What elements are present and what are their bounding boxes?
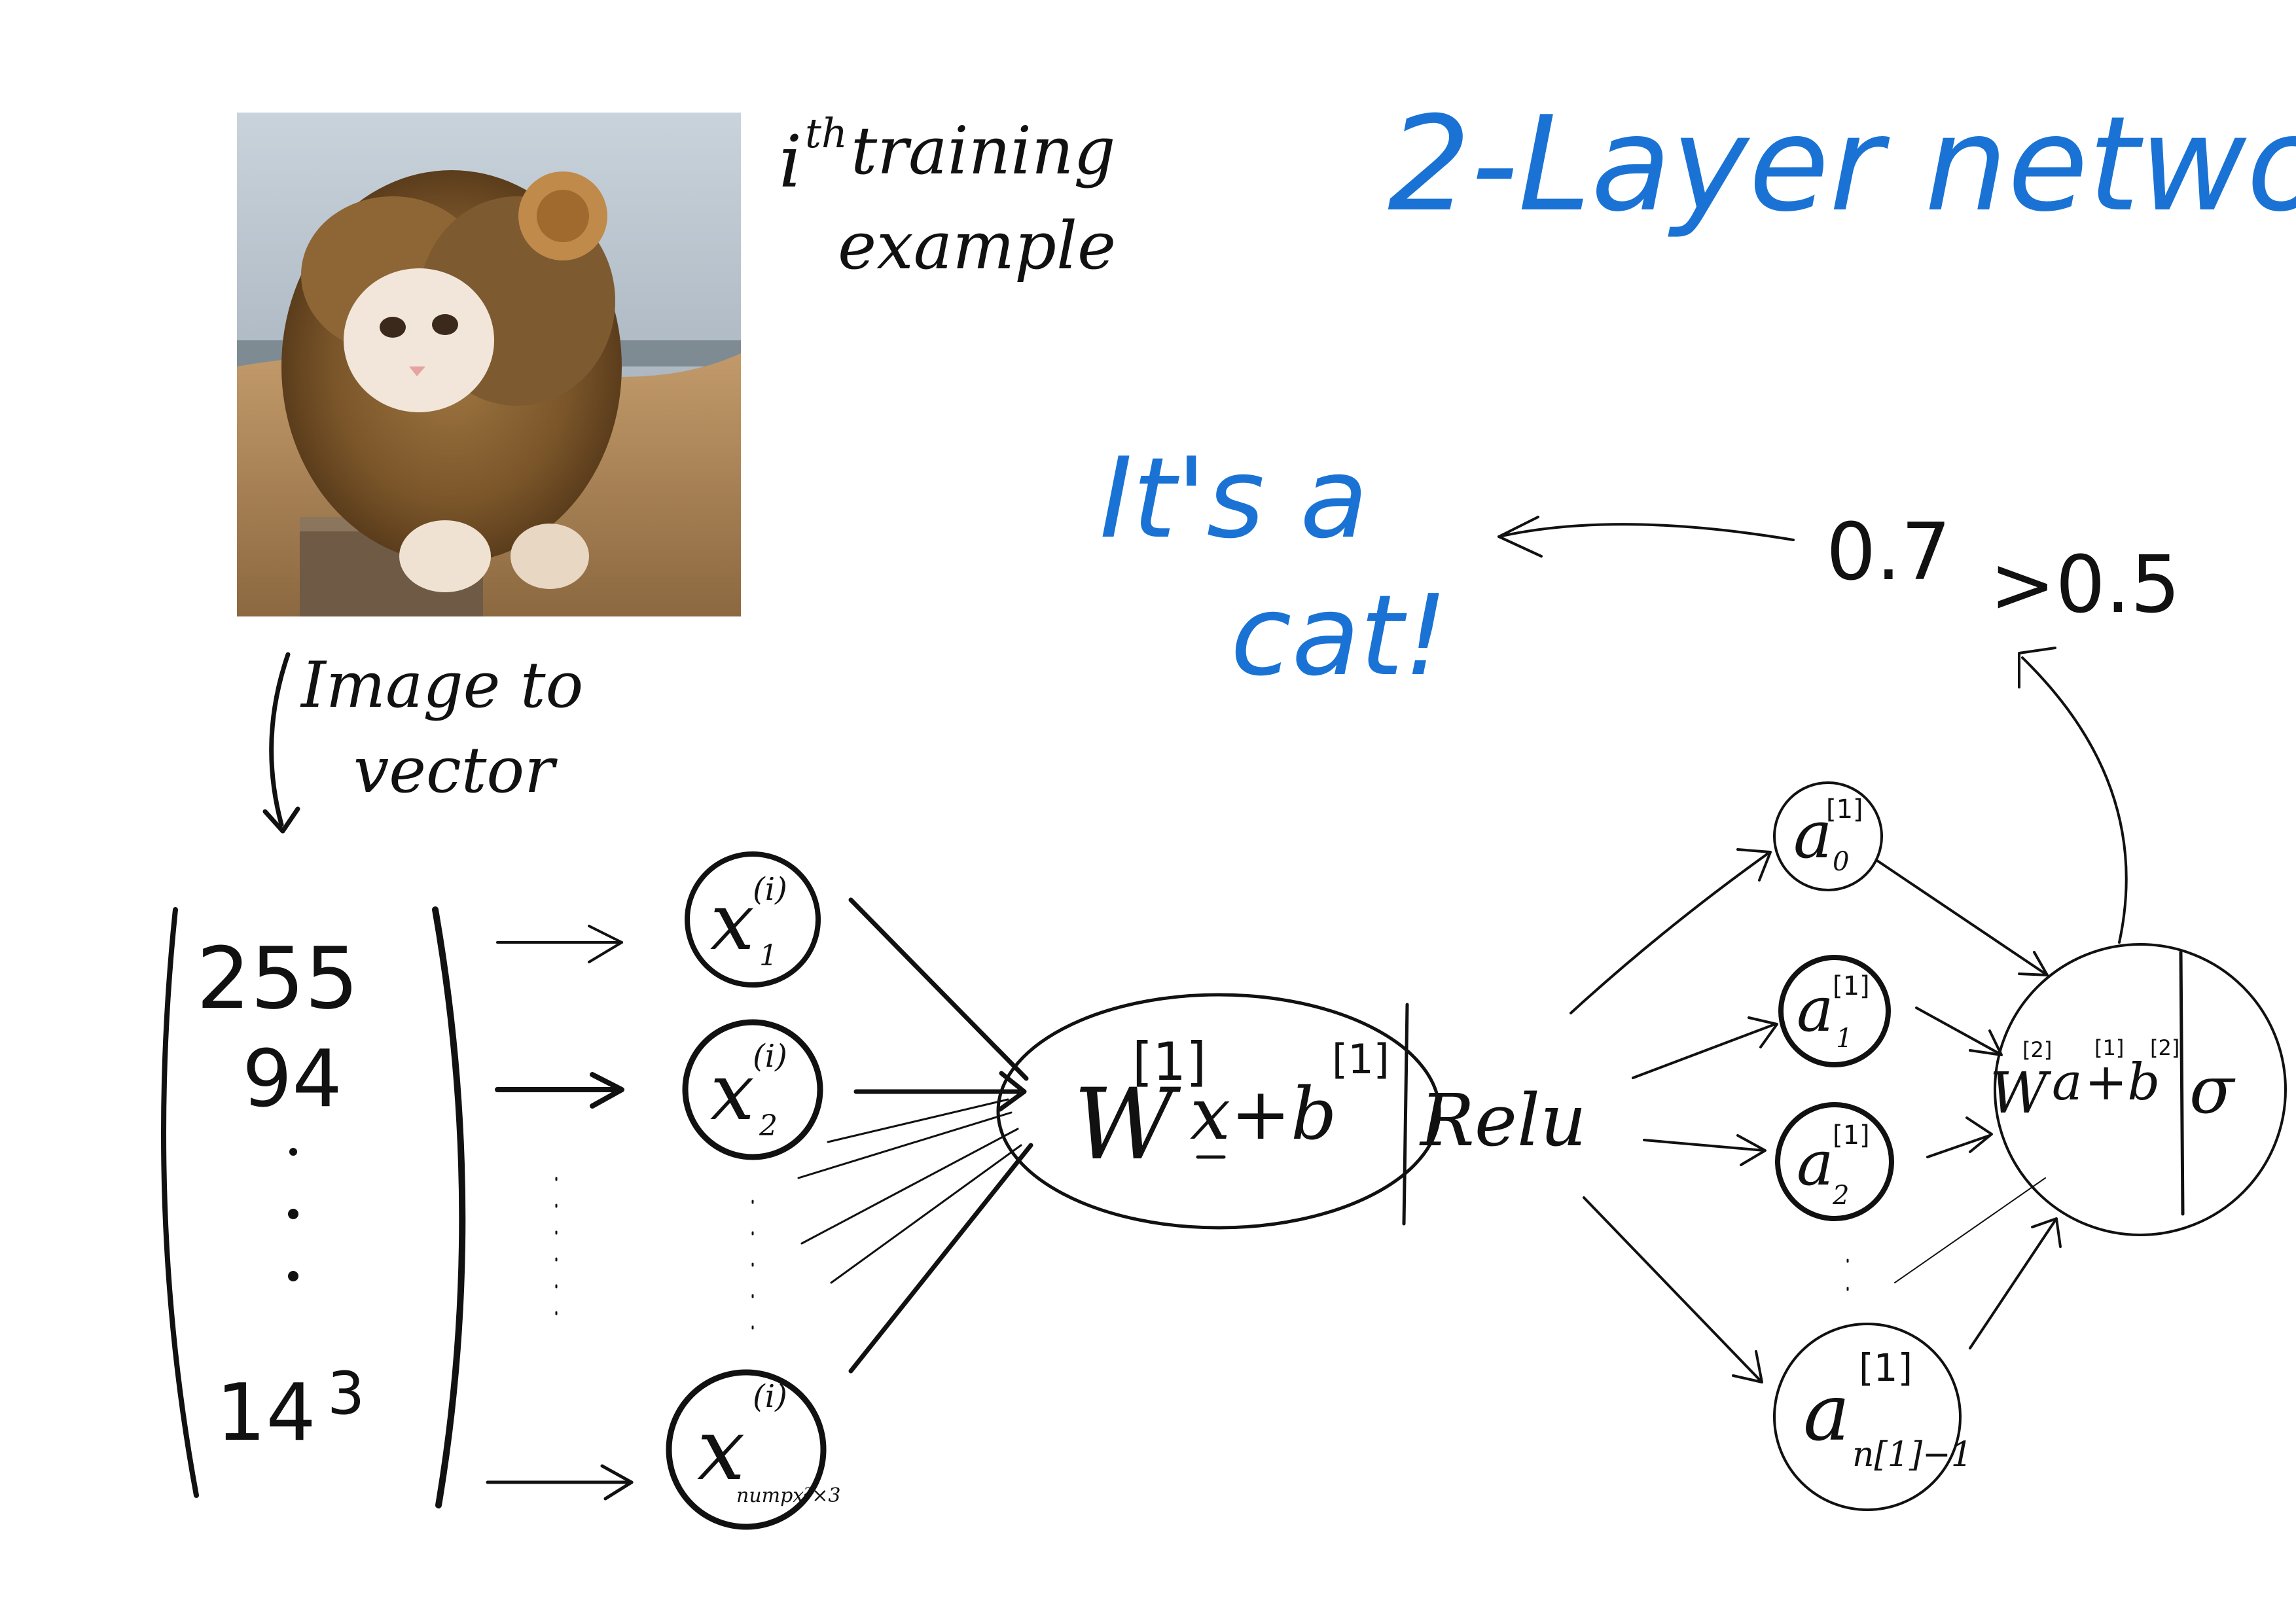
layer1-activation: Relu [1419, 1079, 1587, 1162]
hidden-node-n: a [1] n[1]−1 [1773, 1323, 1973, 1511]
vector-value-second: 94 [242, 1034, 342, 1125]
vector-left-bracket [161, 907, 199, 1498]
image-to-vector-note: Image to vector [262, 649, 583, 834]
hidden-node-n-sub: n[1]−1 [1852, 1435, 1973, 1474]
layer1-divider [1402, 1003, 1409, 1226]
caption-th: th [805, 109, 848, 157]
layer2-W-sup: [2] [2022, 1037, 2052, 1062]
layer1-to-hidden-arrows [1570, 848, 1778, 1383]
caption-i: i [779, 120, 802, 204]
hidden-node-2: a [1] 2 [1775, 1102, 1894, 1221]
hidden-node-1-base: a [1797, 974, 1834, 1046]
cat-photo [237, 113, 741, 616]
layer1-b-sup: [1] [1332, 1035, 1390, 1083]
hidden-to-layer2-arrows [1876, 859, 2062, 1349]
layer2-plus-b: +b [2085, 1053, 2160, 1112]
input-node-1-sub: 1 [759, 939, 778, 972]
caption-example: example [838, 207, 1116, 284]
layer1-node: W [1] x +b [1] Relu [996, 993, 1587, 1230]
vector-label: vector [353, 734, 558, 807]
layer1-x: x [1190, 1072, 1230, 1156]
layer2-node: W [2] a [1] +b [2] σ [1990, 943, 2287, 1236]
verdict-line2: cat! [1230, 571, 1448, 701]
input-vector: 255 94 14 3 [161, 906, 466, 1508]
hidden-node-0-sup: [1] [1826, 794, 1863, 825]
hidden-node-n-sup: [1] [1859, 1346, 1912, 1390]
layer2-activation: σ [2189, 1052, 2236, 1128]
output-to-verdict-arrow [1498, 523, 1795, 541]
input-node-1: x (i) 1 [685, 851, 821, 988]
layer2-to-output-arrowhead [2018, 647, 2056, 688]
hidden-node-2-base: a [1797, 1128, 1834, 1200]
layer2-a: a [2052, 1053, 2083, 1112]
vector-dot [288, 1209, 298, 1219]
input-node-2: x (i) 2 [682, 1019, 823, 1160]
layer2-W: W [1990, 1061, 2052, 1126]
vector-right-bracket [432, 906, 466, 1508]
input-to-layer1-arrows [797, 897, 1033, 1374]
output-to-verdict-arrowhead [1498, 516, 1543, 558]
verdict-line1: It's a [1100, 434, 1368, 563]
output-comparison: >0.5 [1990, 540, 2180, 631]
vector-to-input-arrows [486, 925, 634, 1501]
layer2-a-sup: [1] [2094, 1035, 2124, 1060]
vector-value-first: 255 [196, 929, 359, 1028]
input-node-2-base: x [710, 1047, 755, 1138]
layer2-divider [2179, 950, 2185, 1216]
vector-value-last: 14 [216, 1368, 316, 1459]
hidden-node-2-sup: [1] [1833, 1120, 1870, 1150]
input-node-2-sub-sup: (i) [753, 1038, 787, 1075]
hidden-node-0-base: a [1793, 796, 1833, 873]
vector-dot [288, 1271, 298, 1281]
vector-dot [289, 1148, 297, 1156]
layer2-b-sup: [2] [2150, 1035, 2179, 1060]
layer1-plus-b: +b [1230, 1072, 1337, 1156]
layer1-W: W [1073, 1068, 1181, 1182]
hidden-node-n-base: a [1803, 1368, 1850, 1459]
output-value: 0.7 [1826, 507, 1951, 598]
training-example-caption: i th training example [779, 109, 1116, 284]
image-to-label: Image to [300, 649, 583, 722]
input-node-n-sub: numpx²×3 [736, 1484, 840, 1507]
hidden-node-0-sub: 0 [1833, 847, 1849, 877]
input-node-1-sup: (i) [753, 871, 787, 908]
input-node-n: x (i) numpx²×3 [666, 1369, 840, 1530]
hidden-node-1: a [1] 1 [1778, 955, 1891, 1067]
hidden-node-1-sub: 1 [1836, 1024, 1852, 1054]
diagram-title: 2-Layer network [1388, 88, 2296, 241]
hidden-node-0: a [1] 0 [1773, 781, 1883, 891]
hidden-node-1-sup: [1] [1833, 971, 1870, 1001]
layer1-W-sup: [1] [1132, 1031, 1206, 1092]
input-node-2-sub: 2 [759, 1109, 778, 1143]
hidden-node-2-sub: 2 [1832, 1181, 1849, 1211]
input-node-n-base: x [697, 1400, 745, 1499]
input-node-1-base: x [710, 877, 755, 968]
caption-training: training [851, 113, 1115, 189]
input-node-n-sup: (i) [753, 1378, 787, 1415]
layer2-to-output-arrow [2021, 656, 2128, 944]
vector-value-last-exp: 3 [327, 1359, 365, 1428]
